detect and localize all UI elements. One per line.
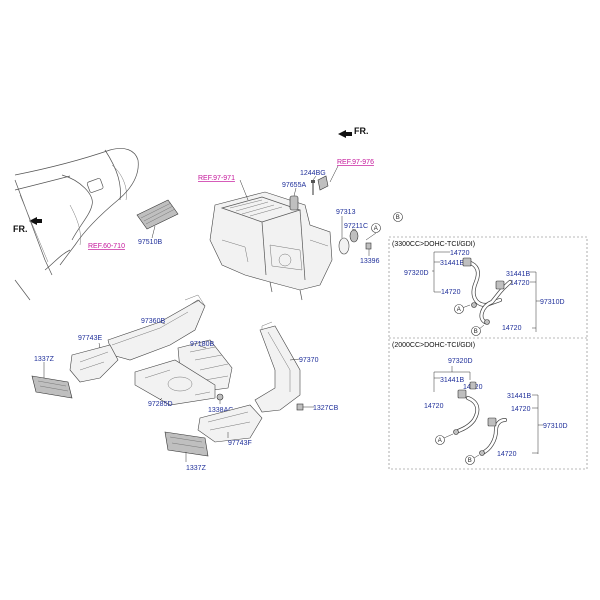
v2000-label-31441b-b: 31441B <box>507 393 531 400</box>
rear-grille-97510b <box>136 199 179 230</box>
v3300-label-97320d: 97320D <box>404 270 429 277</box>
variant-box <box>388 236 588 470</box>
svg-text:A: A <box>457 307 461 313</box>
label-97655a: 97655A <box>282 182 306 189</box>
label-1337z-left: 1337Z <box>34 356 55 363</box>
label-97285d: 97285D <box>148 401 173 408</box>
circle-a-main: A <box>371 223 381 233</box>
label-97313: 97313 <box>336 209 356 216</box>
variant-2000-title: (2000CC>DOHC-TCI/GDI) <box>392 342 475 349</box>
svg-text:A: A <box>374 226 378 232</box>
label-1338ac: 1338AC <box>208 407 233 414</box>
v3300-circle-a: A <box>454 304 464 314</box>
part-13396 <box>365 242 372 250</box>
v2000-label-97310d: 97310D <box>543 423 568 430</box>
label-97743f: 97743F <box>228 440 252 447</box>
label-1327cb: 1327CB <box>313 405 339 412</box>
v3300-circle-b: B <box>471 326 481 336</box>
ref-97-971-label[interactable]: REF.97-971 <box>198 175 235 182</box>
v2000-circle-b: B <box>465 455 475 465</box>
v3300-label-14720-c: 14720 <box>510 280 530 287</box>
v3300-label-31441b-b: 31441B <box>506 271 530 278</box>
nut-1338ac <box>216 393 224 401</box>
v2000-label-14720-c: 14720 <box>511 406 531 413</box>
vent-1337z-left <box>31 375 73 399</box>
v3300-label-97310d: 97310D <box>540 299 565 306</box>
fr-label-left: FR. <box>13 224 28 234</box>
part-97655a <box>289 195 299 211</box>
duct-97743e <box>69 344 119 383</box>
label-13396: 13396 <box>360 258 380 265</box>
v3300-label-14720-d: 14720 <box>502 325 522 332</box>
duct-97743f <box>197 404 263 443</box>
v2000-label-97320d: 97320D <box>448 358 473 365</box>
variant-2000-section: (2000CC>DOHC-TCI/GDI) 97320D 31441B 1472… <box>392 342 568 465</box>
label-97370: 97370 <box>299 357 319 364</box>
svg-text:B: B <box>396 215 400 221</box>
circle-b-main: B <box>393 212 403 222</box>
v3300-label-31441b-a: 31441B <box>440 260 464 267</box>
fr-label-top: FR. <box>354 126 369 136</box>
duct-97370 <box>254 321 301 413</box>
label-97211c: 97211C <box>344 223 368 230</box>
hvac-unit <box>209 191 333 301</box>
svg-text:A: A <box>438 438 442 444</box>
fr-arrow-left: FR. <box>13 217 42 234</box>
ref-60-710-label[interactable]: REF.60-710 <box>88 243 125 250</box>
part-1244bg <box>311 175 329 195</box>
label-97360b: 97360B <box>141 318 165 325</box>
car-body-sketch <box>14 148 139 301</box>
svg-text:B: B <box>468 458 472 464</box>
vent-1337z-bottom <box>164 431 209 457</box>
v3300-label-14720-a: 14720 <box>450 250 470 257</box>
label-97743e: 97743E <box>78 335 102 342</box>
fr-arrow-top-icon <box>338 130 352 138</box>
part-97313-97211c <box>338 229 359 255</box>
label-1337z-bottom: 1337Z <box>186 465 207 472</box>
label-1244bg: 1244BG <box>300 170 326 177</box>
clip-1327cb <box>296 403 304 411</box>
v2000-label-14720-b: 14720 <box>424 403 444 410</box>
variant-3300-section: (3300CC>DOHC-TCI/GDI) 14720 31441B 97320… <box>392 241 565 336</box>
fr-arrow-left-icon <box>29 217 42 225</box>
v2000-circle-a: A <box>435 435 445 445</box>
plate-97285d <box>134 359 216 406</box>
v2000-label-31441b-a: 31441B <box>440 377 464 384</box>
label-97510b: 97510B <box>138 239 162 246</box>
duct-97360b <box>107 294 206 361</box>
v2000-label-14720-d: 14720 <box>497 451 517 458</box>
fr-arrow-top: FR. <box>338 126 369 138</box>
ref-97-976-label[interactable]: REF.97-976 <box>337 159 374 166</box>
variant-3300-title: (3300CC>DOHC-TCI/GDI) <box>392 241 475 248</box>
v3300-label-14720-b: 14720 <box>441 289 461 296</box>
svg-text:B: B <box>474 329 478 335</box>
label-97180b: 97180B <box>190 341 214 348</box>
